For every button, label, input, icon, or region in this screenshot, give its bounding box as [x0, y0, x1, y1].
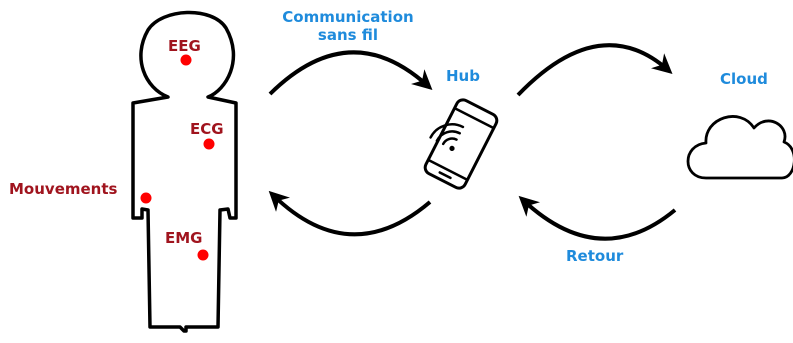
label-communication-line1: Communication: [282, 8, 414, 26]
human-body-icon: [131, 10, 238, 333]
arrow-cloud-to-hub: [518, 195, 677, 241]
sensor-dot-eeg: [180, 54, 192, 66]
smartphone-wireless-icon: [423, 98, 499, 190]
sensor-dot-ecg: [203, 138, 215, 150]
sensor-dot-emg: [197, 249, 209, 261]
cloud-icon: [686, 115, 793, 180]
label-movements: Mouvements: [9, 180, 118, 198]
label-hub: Hub: [446, 67, 480, 85]
label-communication: Communication sans fil: [273, 8, 423, 44]
label-ecg: ECG: [190, 120, 224, 138]
label-cloud: Cloud: [720, 70, 768, 88]
arrow-body-to-hub: [268, 50, 433, 96]
label-emg: EMG: [165, 229, 203, 247]
label-eeg: EEG: [168, 37, 201, 55]
label-communication-line2: sans fil: [317, 26, 379, 44]
sensor-dot-movements: [140, 192, 152, 204]
arrow-hub-to-cloud: [516, 43, 673, 97]
arrow-hub-to-body: [268, 190, 432, 237]
label-return: Retour: [566, 247, 624, 265]
